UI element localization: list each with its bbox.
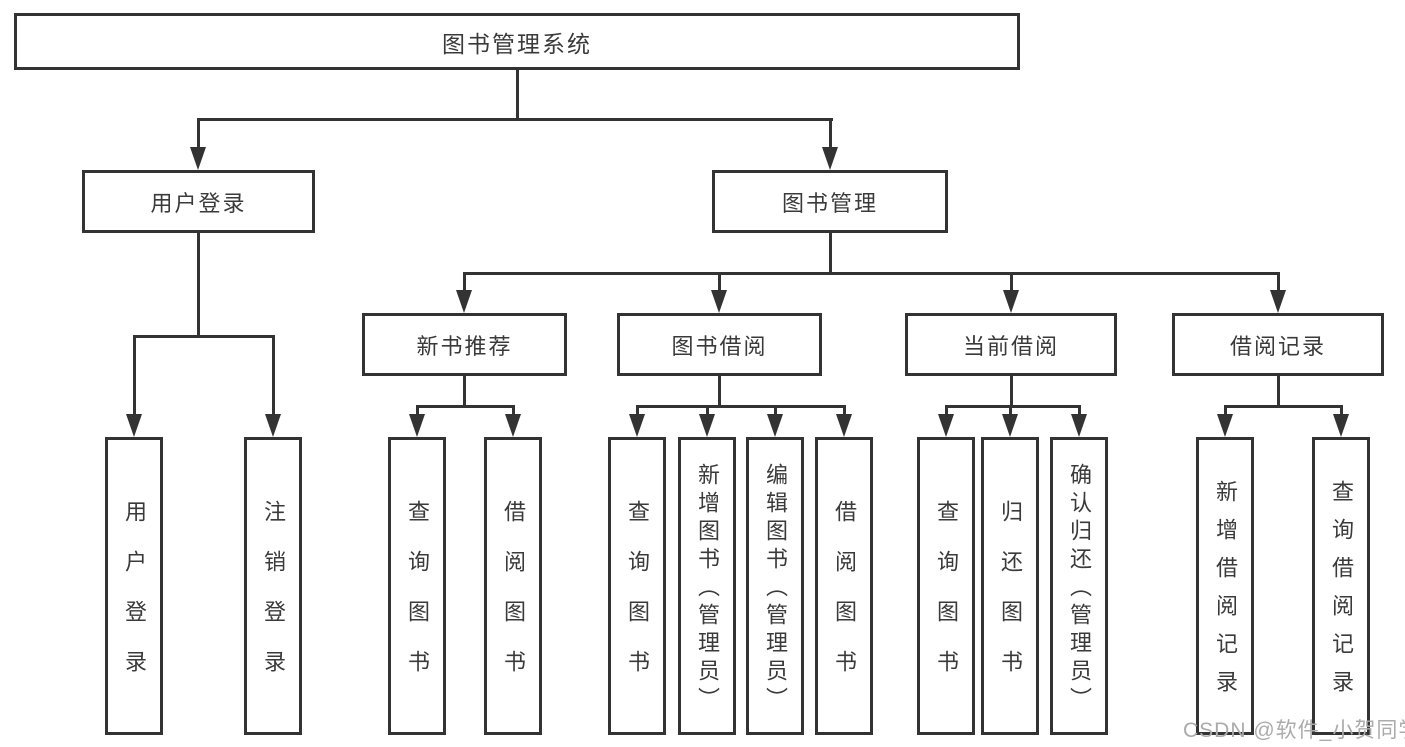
arrow-down-icon [1003,290,1019,313]
connector-root-stem [516,68,519,118]
arrow-down-icon [1270,290,1286,313]
node-label: 归还图书 [998,500,1023,700]
connector-drop [1340,405,1343,416]
connector-rail [945,405,1081,408]
connector-rail [463,272,1280,275]
connector-stem [1277,376,1280,405]
connector-drop [1078,405,1081,416]
connector-stem [829,233,832,272]
connector-drop [197,118,200,150]
node-label: 图书借阅 [671,333,768,359]
connector-drop [1277,272,1280,292]
node-label: 图书管理 [781,190,878,216]
connector-drop [945,405,948,416]
connector-drop [829,118,832,150]
node-leaf-borrow-books-2: 借阅图书 [815,437,873,735]
connector-stem [1010,376,1013,405]
node-new-book-recommend: 新书推荐 [362,313,567,376]
arrow-down-icon [938,414,954,437]
connector-level2-rail [197,118,833,121]
node-leaf-query-books-3: 查询图书 [917,437,975,735]
connector-drop [1010,272,1013,292]
node-library-management-system: 图书管理系统 [14,13,1020,70]
node-label: 新增图书（管理员） [695,463,720,715]
csdn-watermark: CSDN @软件_小贺同学 [1183,719,1405,742]
arrow-down-icon [265,414,281,437]
arrow-down-icon [699,414,715,437]
arrow-down-icon [190,147,206,170]
connector-stem [718,376,721,405]
arrow-down-icon [767,414,783,437]
node-leaf-query-books-1: 查询图书 [388,437,446,735]
node-label: 用户登录 [150,190,247,216]
arrow-down-icon [1217,414,1233,437]
connector-drop [512,405,515,416]
node-user-login-group: 用户登录 [82,170,315,233]
connector-rail [416,405,515,408]
connector-drop [416,405,419,416]
node-leaf-borrow-books-1: 借阅图书 [484,437,542,735]
node-book-borrow: 图书借阅 [617,313,822,376]
connector-rail [133,335,275,338]
node-label: 借阅图书 [832,500,857,700]
connector-drop [463,272,466,292]
node-label: 新增借阅记录 [1213,480,1238,708]
connector-stem [463,376,466,405]
node-leaf-query-books-2: 查询图书 [608,437,666,735]
node-label: 注销登录 [261,500,286,700]
connector-stem [197,233,200,335]
node-label: 用户登录 [122,500,147,700]
node-leaf-user-login: 用户登录 [105,437,163,735]
node-label: 当前借阅 [962,333,1059,359]
node-leaf-query-borrow-record: 查询借阅记录 [1312,437,1370,735]
connector-drop [774,405,777,416]
arrow-down-icon [836,414,852,437]
connector-drop [1009,405,1012,416]
node-label: 编辑图书（管理员） [763,463,788,715]
node-book-management: 图书管理 [712,170,948,233]
connector-rail [1224,405,1343,408]
arrow-down-icon [711,290,727,313]
arrow-down-icon [505,414,521,437]
node-label: 查询图书 [625,500,650,700]
arrow-down-icon [126,414,142,437]
node-leaf-add-book-admin: 新增图书（管理员） [678,437,736,735]
arrow-down-icon [629,414,645,437]
node-label: 借阅记录 [1229,333,1326,359]
node-label: 确认归还（管理员） [1067,463,1092,715]
arrow-down-icon [456,290,472,313]
node-current-borrow: 当前借阅 [905,313,1117,376]
connector-drop [843,405,846,416]
node-leaf-edit-book-admin: 编辑图书（管理员） [746,437,804,735]
connector-drop [706,405,709,416]
node-label: 新书推荐 [416,333,513,359]
arrow-down-icon [1333,414,1349,437]
connector-drop [1224,405,1227,416]
node-borrow-records: 借阅记录 [1172,313,1384,376]
connector-drop [636,405,639,416]
node-label: 图书管理系统 [442,30,592,57]
node-leaf-confirm-return-admin: 确认归还（管理员） [1050,437,1108,735]
node-label: 查询图书 [405,500,430,700]
node-label: 查询图书 [934,500,959,700]
arrow-down-icon [409,414,425,437]
arrow-down-icon [1071,414,1087,437]
connector-drop [718,272,721,292]
node-label: 查询借阅记录 [1329,480,1354,708]
connector-drop [272,335,275,416]
connector-rail [636,405,846,408]
node-leaf-logout: 注销登录 [244,437,302,735]
node-label: 借阅图书 [501,500,526,700]
node-leaf-return-book: 归还图书 [981,437,1039,735]
node-leaf-add-borrow-record: 新增借阅记录 [1196,437,1254,735]
arrow-down-icon [1002,414,1018,437]
arrow-down-icon [822,147,838,170]
connector-drop [133,335,136,416]
